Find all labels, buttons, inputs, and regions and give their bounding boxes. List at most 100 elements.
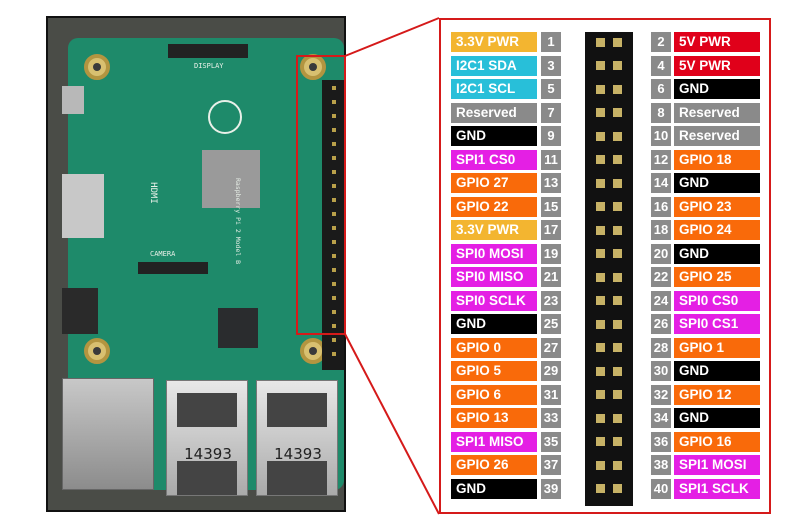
header-pin-dot: [613, 437, 622, 446]
header-pin-dot: [613, 249, 622, 258]
header-pin-dot: [613, 296, 622, 305]
pin-number-7: 7: [541, 102, 561, 123]
mounting-hole-bottom-left: [84, 338, 110, 364]
header-pin-dot: [613, 108, 622, 117]
header-pin-dot: [596, 249, 605, 258]
header-pin-dot: [596, 155, 605, 164]
pin-label-31: GPIO 6: [451, 384, 537, 405]
pin-label-40: SPI1 SCLK: [674, 478, 760, 499]
photo-header-pin: [332, 282, 336, 286]
broadcom-soc: [202, 150, 260, 208]
pin-label-13: GPIO 27: [451, 173, 537, 193]
pin-label-7: Reserved: [451, 102, 537, 123]
photo-header-pin: [332, 170, 336, 174]
header-pin-dot: [613, 61, 622, 70]
pin-label-24: SPI0 CS0: [674, 290, 760, 311]
pin-label-10: Reserved: [674, 126, 760, 146]
ethernet-port: [62, 378, 154, 490]
pin-label-29: GPIO 5: [451, 361, 537, 381]
pin-label-12: GPIO 18: [674, 149, 760, 170]
header-pin-dot: [596, 225, 605, 235]
header-pin-dot: [596, 108, 605, 117]
pin-number-34: 34: [651, 408, 671, 428]
header-pin-dot: [596, 366, 605, 376]
photo-header-pin: [332, 338, 336, 342]
pin-label-19: SPI0 MOSI: [451, 243, 537, 264]
header-highlight-box: [296, 55, 346, 335]
usb-port-1: 14393: [166, 380, 248, 496]
pin-number-19: 19: [541, 243, 561, 264]
photo-header-pin: [332, 254, 336, 258]
pin-label-11: SPI1 CS0: [451, 149, 537, 170]
photo-header-pin: [332, 114, 336, 118]
header-pin-dot: [596, 484, 605, 493]
header-pin-dot: [596, 460, 605, 470]
photo-header-pin: [332, 184, 336, 188]
header-pin-dot: [596, 84, 605, 94]
gpio-header-strip: [585, 32, 633, 506]
header-pin-dot: [596, 272, 605, 282]
usb-port-2-label: 14393: [274, 445, 322, 463]
pin-number-18: 18: [651, 220, 671, 240]
header-pin-dot: [596, 437, 605, 446]
pin-label-5: I2C1 SCL: [451, 79, 537, 99]
display-connector: [168, 44, 248, 58]
header-pin-dot: [613, 84, 622, 94]
pin-label-21: SPI0 MISO: [451, 267, 537, 287]
pin-label-6: GND: [674, 79, 760, 99]
camera-connector: [138, 262, 208, 274]
header-pin-dot: [613, 37, 622, 47]
pin-number-28: 28: [651, 337, 671, 358]
pin-number-9: 9: [541, 126, 561, 146]
header-pin-dot: [596, 390, 605, 399]
photo-header-pin: [332, 296, 336, 300]
photo-header-pin: [332, 100, 336, 104]
pin-number-27: 27: [541, 337, 561, 358]
pin-label-4: 5V PWR: [674, 55, 760, 76]
header-pin-dot: [613, 366, 622, 376]
header-pin-dot: [596, 296, 605, 305]
pin-number-4: 4: [651, 55, 671, 76]
hdmi-port: [62, 174, 104, 238]
photo-header-pin: [332, 128, 336, 132]
pin-number-20: 20: [651, 243, 671, 264]
raspberry-logo-icon: [208, 100, 242, 134]
pin-number-38: 38: [651, 455, 671, 475]
pin-label-39: GND: [451, 478, 537, 499]
pin-label-33: GPIO 13: [451, 408, 537, 428]
pin-label-23: SPI0 SCLK: [451, 290, 537, 311]
pin-label-35: SPI1 MISO: [451, 431, 537, 452]
pin-label-9: GND: [451, 126, 537, 146]
pin-number-36: 36: [651, 431, 671, 452]
header-pin-dot: [613, 131, 622, 141]
header-pin-dot: [613, 155, 622, 164]
callout-line-bottom: [344, 333, 440, 515]
silk-camera: CAMERA: [150, 250, 176, 258]
header-pin-dot: [596, 37, 605, 47]
photo-header-pin: [332, 142, 336, 146]
photo-header-pin: [332, 156, 336, 160]
pin-number-32: 32: [651, 384, 671, 405]
header-pin-dot: [613, 272, 622, 282]
pin-label-22: GPIO 25: [674, 267, 760, 287]
header-pin-dot: [596, 319, 605, 329]
header-pin-dot: [596, 131, 605, 141]
mounting-hole-top-left: [84, 54, 110, 80]
pin-label-28: GPIO 1: [674, 337, 760, 358]
pin-number-14: 14: [651, 173, 671, 193]
pin-number-24: 24: [651, 290, 671, 311]
header-pin-dot: [613, 202, 622, 211]
pin-number-13: 13: [541, 173, 561, 193]
usb-port-1-label: 14393: [184, 445, 232, 463]
pin-number-5: 5: [541, 79, 561, 99]
pin-number-6: 6: [651, 79, 671, 99]
lan-chip: [218, 308, 258, 348]
header-pin-dot: [596, 61, 605, 70]
header-pin-dot: [613, 484, 622, 493]
header-pin-dot: [613, 460, 622, 470]
pin-label-36: GPIO 16: [674, 431, 760, 452]
header-pin-dot: [613, 225, 622, 235]
header-pin-dot: [596, 202, 605, 211]
pin-label-8: Reserved: [674, 102, 760, 123]
